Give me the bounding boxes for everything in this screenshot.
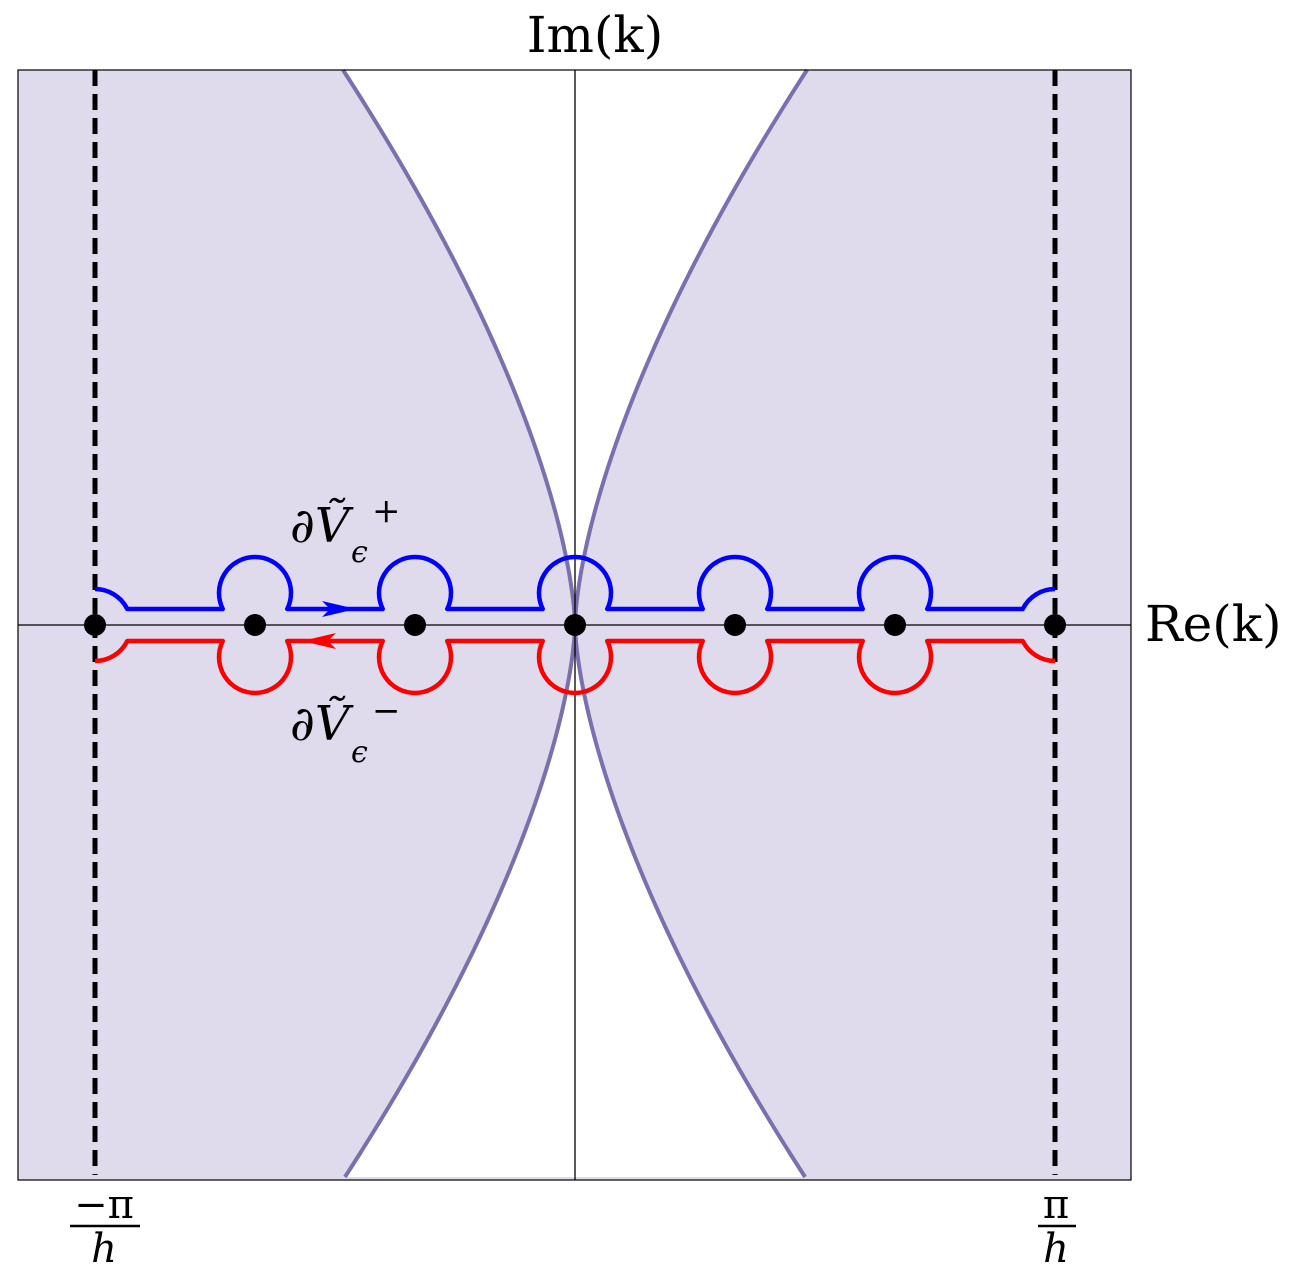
right-tick-label: π h (1038, 1182, 1076, 1270)
real-axis-point (724, 614, 746, 636)
real-axis-point (84, 614, 106, 636)
real-axis-point (884, 614, 906, 636)
real-axis-point (244, 614, 266, 636)
svg-text:h: h (91, 1226, 117, 1270)
svg-text:ϵ: ϵ (351, 535, 368, 570)
real-axis-point (404, 614, 426, 636)
real-axis-label: Re(k) (1145, 595, 1282, 653)
svg-text:−: − (372, 691, 401, 731)
lower-contour-arrow (302, 633, 336, 649)
real-axis-points (84, 614, 1066, 636)
lower-contour-label: ∂Ṽ ϵ − (290, 691, 401, 770)
svg-text:+: + (372, 491, 401, 531)
upper-contour-arrow (322, 601, 356, 617)
svg-text:ϵ: ϵ (351, 735, 368, 770)
svg-text:−π: −π (74, 1182, 134, 1228)
real-axis-point (564, 614, 586, 636)
svg-text:h: h (1043, 1226, 1069, 1270)
imaginary-axis-label: Im(k) (527, 6, 663, 64)
svg-text:π: π (1043, 1182, 1069, 1228)
upper-contour-label: ∂Ṽ ϵ + (290, 491, 401, 570)
real-axis-point (1044, 614, 1066, 636)
svg-text:∂Ṽ: ∂Ṽ (290, 695, 354, 752)
upper-contour (94, 554, 1056, 612)
left-tick-label: −π h (70, 1182, 140, 1270)
svg-text:∂Ṽ: ∂Ṽ (290, 497, 354, 554)
lower-contour (94, 638, 1056, 696)
